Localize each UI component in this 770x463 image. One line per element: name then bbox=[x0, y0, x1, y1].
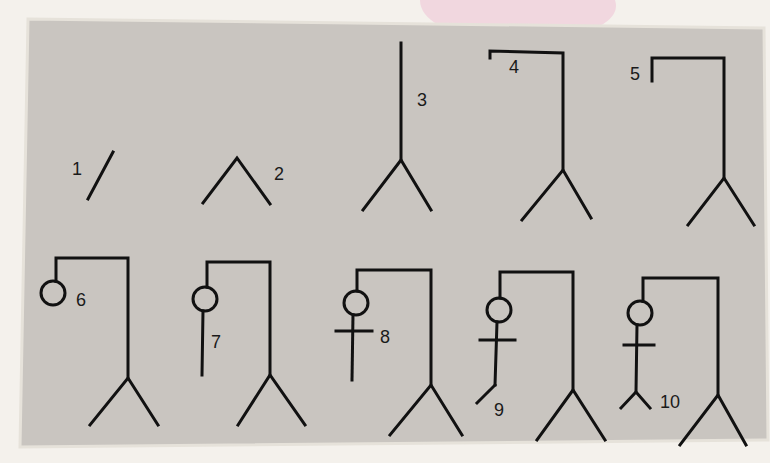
stage-number: 2 bbox=[274, 164, 284, 184]
stage-number: 6 bbox=[76, 290, 86, 310]
stage-number: 5 bbox=[630, 64, 640, 84]
stage-number: 9 bbox=[494, 400, 504, 420]
stage-number: 1 bbox=[72, 159, 82, 179]
card bbox=[20, 19, 768, 447]
stage-number: 8 bbox=[380, 327, 390, 347]
stage-number: 3 bbox=[417, 90, 427, 110]
stage-number: 7 bbox=[211, 332, 221, 352]
stage-number: 10 bbox=[660, 392, 680, 412]
stage-number: 4 bbox=[509, 57, 519, 77]
pink-shirt bbox=[420, 0, 616, 26]
